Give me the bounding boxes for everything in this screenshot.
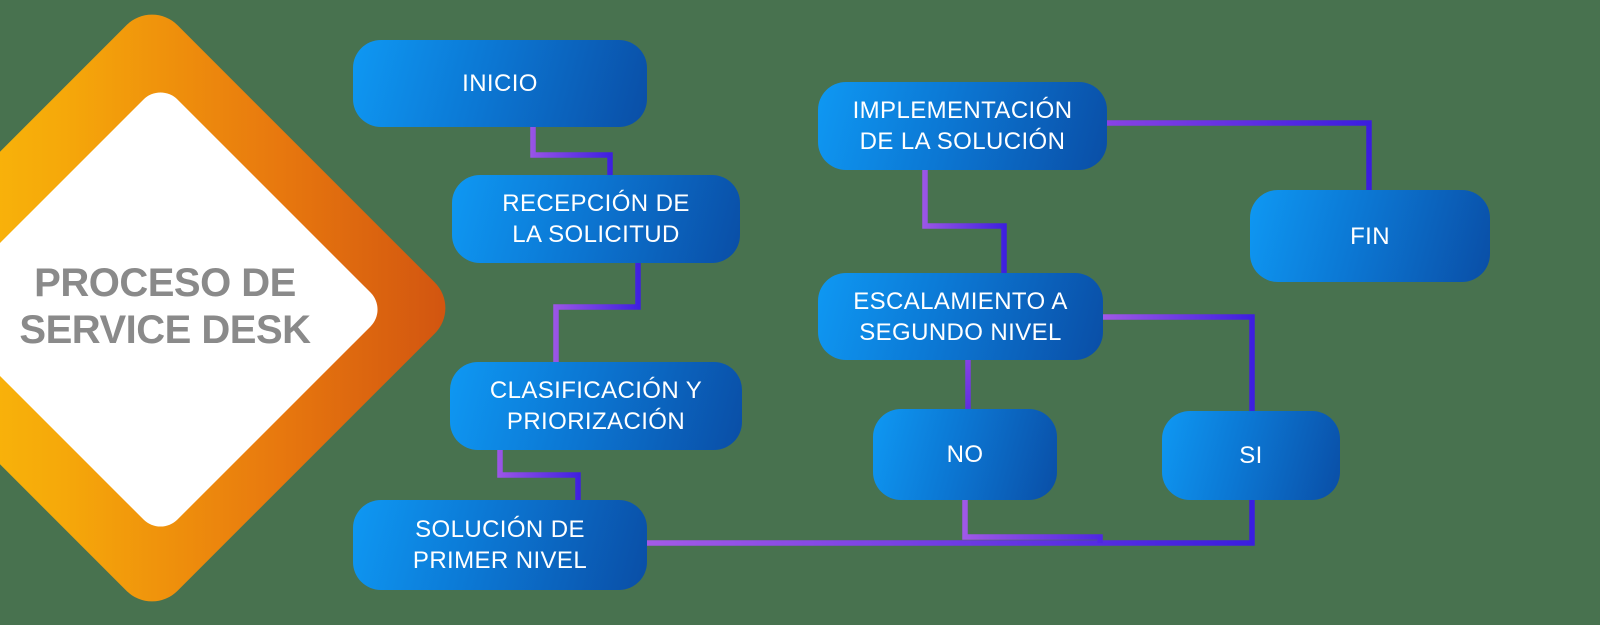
node-fin-label: FIN — [1350, 222, 1390, 250]
connector-inicio-recepcion — [530, 127, 613, 177]
node-si: SI — [1162, 411, 1340, 500]
diagram-title-line1: PROCESO DE — [34, 261, 296, 305]
connector-implementacion-fin — [1106, 120, 1372, 191]
node-escalamiento-segundo-nivel: ESCALAMIENTO A SEGUNDO NIVEL — [818, 273, 1103, 360]
diagram-title-line2: SERVICE DESK — [19, 308, 311, 352]
node-fin: FIN — [1250, 190, 1490, 282]
node-inicio: INICIO — [353, 40, 647, 127]
node-solucion-primer-nivel: SOLUCIÓN DE PRIMER NIVEL — [353, 500, 647, 590]
node-implementacion-label-line2: DE LA SOLUCIÓN — [859, 128, 1066, 155]
connector-implementacion-escalamiento — [922, 169, 1007, 274]
node-no: NO — [873, 409, 1057, 500]
connector-clasificacion-solucion — [497, 449, 581, 502]
node-recepcion-label-line1: RECEPCIÓN DE — [502, 190, 690, 217]
connector-escalamiento-si — [1102, 314, 1255, 412]
connector-no-join-line — [962, 499, 1103, 543]
node-si-label: SI — [1239, 442, 1263, 469]
node-clasificacion-label-line2: PRIORIZACIÓN — [506, 408, 686, 435]
node-solucion-label-line2: PRIMER NIVEL — [412, 547, 588, 574]
node-solucion-label-line1: SOLUCIÓN DE — [415, 516, 585, 543]
connector-recepcion-clasificacion — [553, 262, 641, 364]
node-recepcion-solicitud: RECEPCIÓN DE LA SOLICITUD — [452, 175, 740, 263]
diagram-title: PROCESO DE SERVICE DESK — [0, 260, 330, 354]
node-implementacion-solucion: IMPLEMENTACIÓN DE LA SOLUCIÓN — [818, 82, 1107, 170]
node-recepcion-label-line2: LA SOLICITUD — [512, 221, 680, 248]
node-clasificacion-label-line1: CLASIFICACIÓN Y — [489, 377, 703, 404]
node-implementacion-label-line1: IMPLEMENTACIÓN — [852, 97, 1073, 124]
node-escalamiento-label-line2: SEGUNDO NIVEL — [859, 318, 1062, 346]
node-clasificacion-priorizacion: CLASIFICACIÓN Y PRIORIZACIÓN — [450, 362, 742, 450]
connector-solucion-si-line — [646, 499, 1255, 546]
node-escalamiento-label-line1: ESCALAMIENTO A — [853, 287, 1068, 315]
node-no-label: NO — [946, 441, 984, 468]
node-inicio-label: INICIO — [462, 70, 538, 97]
